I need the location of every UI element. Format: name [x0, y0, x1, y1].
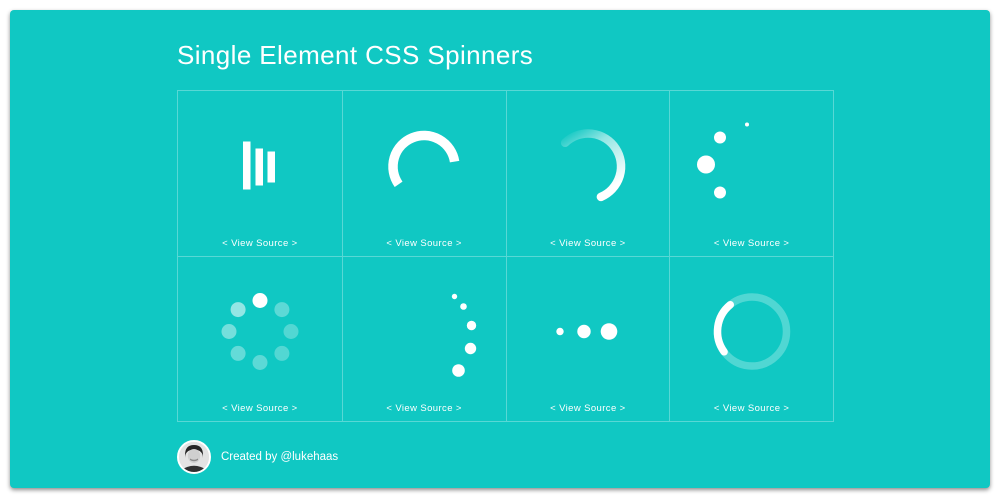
spinner-cell: < View Source > [505, 91, 670, 257]
avatar[interactable] [177, 440, 211, 475]
spinner-cell: < View Source > [341, 256, 506, 422]
spinner-cell: < View Source > [505, 256, 670, 422]
spinner-cell: < View Source > [669, 91, 833, 257]
bars-spinner-icon [242, 141, 275, 190]
arc-spinner-icon [388, 130, 460, 187]
spinner-grid: < View Source > < View Source > [177, 90, 834, 423]
spinner-cell: < View Source > [178, 91, 342, 256]
footer: Created by @lukehaas [177, 440, 835, 475]
spinner-cell: < View Source > [178, 256, 342, 421]
three-dots-spinner-icon [556, 323, 618, 341]
view-source-link[interactable]: < View Source > [713, 403, 790, 415]
view-source-link[interactable]: < View Source > [550, 238, 626, 250]
avatar-photo [179, 442, 209, 473]
page-title: Single Element CSS Spinners [177, 40, 534, 70]
view-source-link[interactable]: < View Source > [222, 238, 298, 250]
ring-arc-spinner-icon [713, 293, 790, 371]
fading-arc-spinner-icon [560, 129, 626, 201]
view-source-link[interactable]: < View Source > [386, 403, 462, 415]
credit-text[interactable]: Created by @lukehaas [221, 451, 339, 464]
orbit-dots-spinner-icon [696, 122, 749, 199]
page-background: Single Element CSS Spinners < View Sourc… [10, 10, 990, 488]
trailing-dots-spinner-icon [451, 294, 477, 378]
view-source-link[interactable]: < View Source > [222, 403, 298, 415]
spinner-cell: < View Source > [669, 256, 833, 422]
spinner-cell: < View Source > [341, 91, 506, 257]
view-source-link[interactable]: < View Source > [550, 403, 626, 415]
view-source-link[interactable]: < View Source > [713, 238, 790, 250]
content-area: Single Element CSS Spinners < View Sourc… [177, 10, 835, 475]
fading-dots-circle-spinner-icon [221, 293, 299, 371]
view-source-link[interactable]: < View Source > [386, 238, 462, 250]
